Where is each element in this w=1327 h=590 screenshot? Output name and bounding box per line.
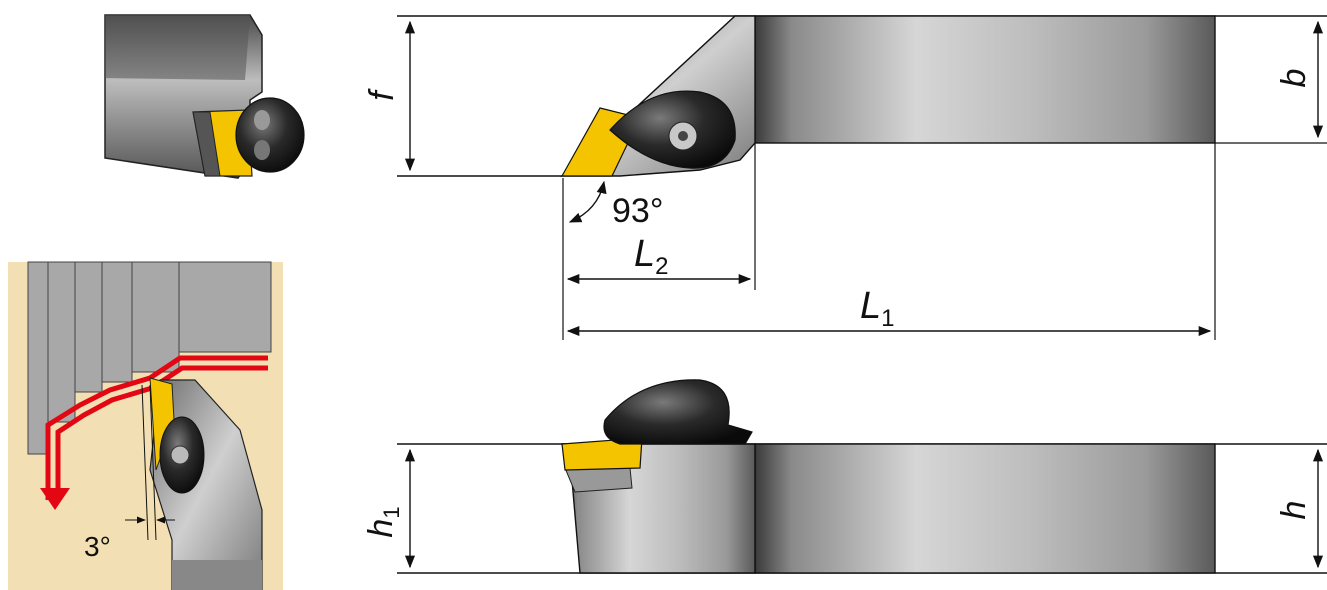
side-clamp (603, 379, 753, 445)
dim-h1-label: h1 (362, 506, 404, 537)
dim-h-label: h (1275, 501, 1313, 520)
clearance-angle-label: 3° (84, 531, 111, 562)
dim-L1-label: L1 (860, 285, 895, 332)
toolpath-arrow (40, 488, 70, 510)
clearance-angle-view: 3° (8, 261, 283, 590)
toolpath-line (45, 355, 268, 500)
side-view: h1 h (362, 379, 1327, 574)
approach-angle-label: 93° (612, 192, 663, 230)
top-shank (754, 15, 1216, 144)
top-view: f b 93° L2 L1 (363, 15, 1327, 340)
side-shank (754, 443, 1216, 574)
dim-b-label: b (1275, 69, 1313, 88)
perspective-clamp-screw (235, 97, 305, 173)
dim-f-label: f (363, 88, 401, 101)
perspective-view (104, 14, 305, 179)
dim-L2-label: L2 (634, 233, 669, 280)
